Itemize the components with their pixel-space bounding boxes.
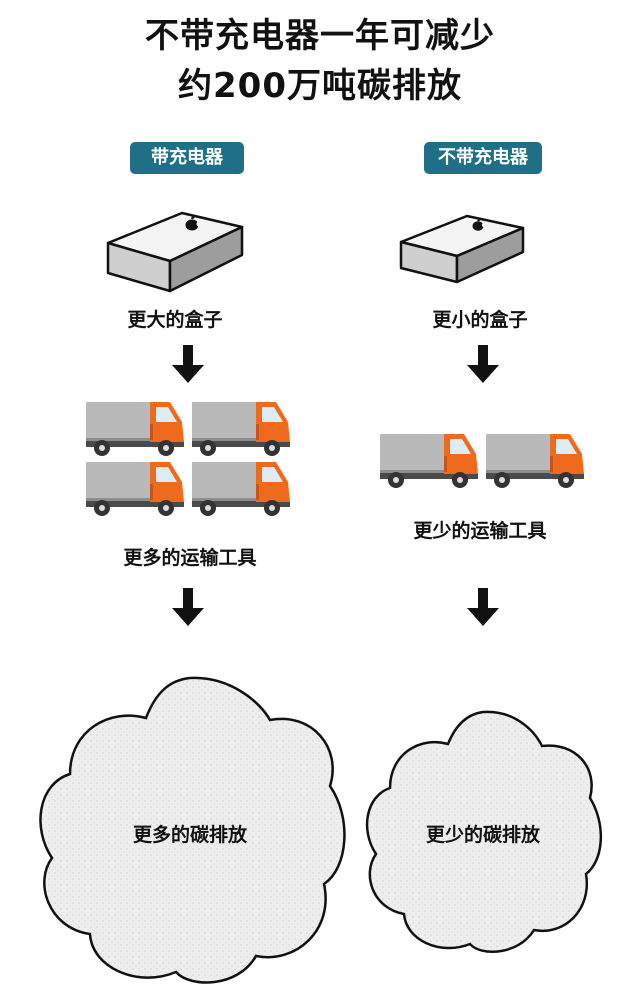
arrow-down-icon: [172, 588, 204, 626]
phone-box-icon: [106, 211, 244, 293]
truck-icon: [86, 462, 184, 516]
badge-without-charger: 不带充电器: [424, 142, 542, 174]
truck-icon: [192, 462, 290, 516]
truck-icon: [486, 434, 584, 488]
cloud-label-more: 更多的碳排放: [132, 824, 247, 846]
arrow-down-icon: [467, 588, 499, 626]
badge-with-charger: 带充电器: [130, 142, 244, 174]
title-line-2: 约200万吨碳排放: [178, 66, 462, 106]
cloud-label-fewer: 更少的碳排放: [425, 824, 540, 846]
box-label-large: 更大的盒子: [127, 309, 223, 331]
truck-icon: [86, 402, 184, 456]
truck-icon: [192, 402, 290, 456]
title-line-1: 不带充电器一年可减少: [145, 16, 495, 56]
cloud-icon: [365, 710, 602, 953]
apple-logo-icon: [185, 215, 202, 231]
box-label-small: 更小的盒子: [432, 309, 528, 331]
truck-label-fewer: 更少的运输工具: [413, 520, 547, 542]
arrow-down-icon: [172, 345, 204, 383]
apple-logo-icon: [472, 218, 487, 231]
cloud-icon: [39, 676, 346, 984]
phone-box-icon: [399, 214, 525, 284]
truck-icon: [380, 434, 478, 488]
arrow-down-icon: [467, 345, 499, 383]
truck-label-more: 更多的运输工具: [123, 547, 257, 569]
